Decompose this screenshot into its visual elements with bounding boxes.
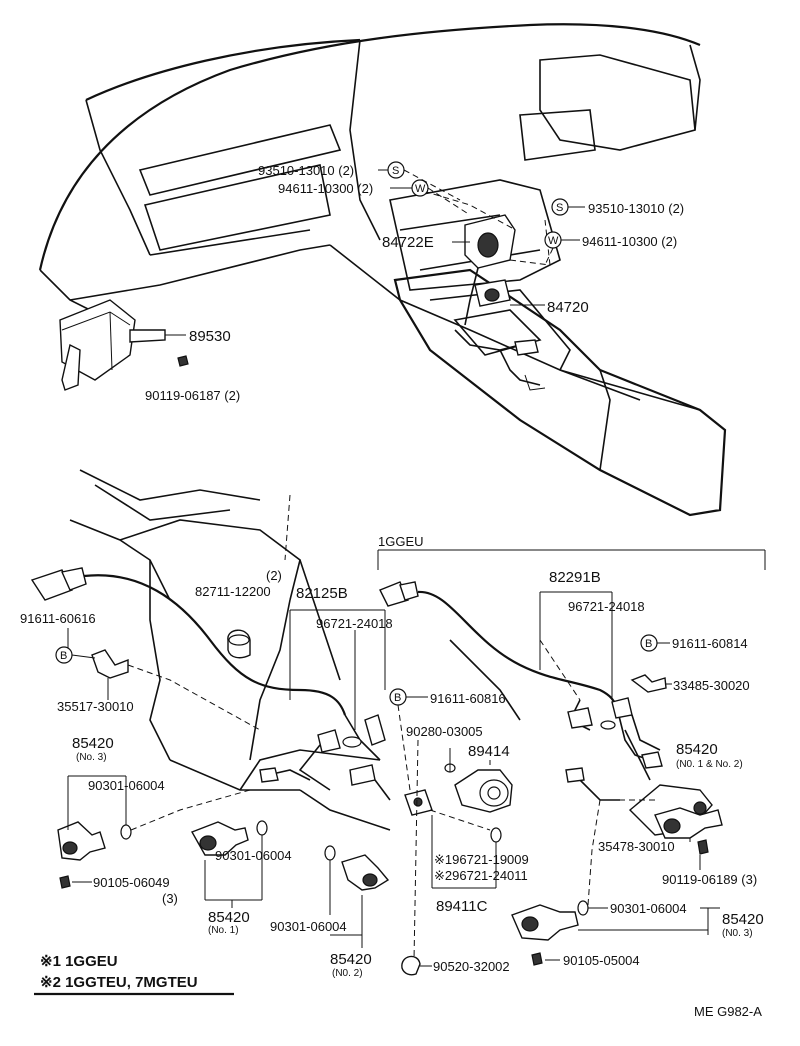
label-35517-30010: 35517-30010 [57, 699, 134, 714]
label-85420-no3-left-sub: (No. 3) [76, 752, 107, 763]
lower-callouts: B B B [55, 591, 720, 967]
label-82291B: 82291B [549, 569, 601, 586]
label-85420-no1-sub: (No. 1) [208, 925, 239, 936]
solenoid-no3-right [511, 799, 601, 966]
label-85420-no2: 85420 [330, 951, 372, 968]
svg-text:S: S [556, 202, 563, 214]
label-85420-no12-sub: (N0. 1 & No. 2) [676, 759, 743, 770]
svg-text:W: W [548, 235, 559, 247]
label-84720: 84720 [547, 299, 589, 316]
label-group-1ggeu: 1GGEU [378, 534, 424, 549]
label-85420-no3-left: 85420 [72, 735, 114, 752]
bracket-35517 [91, 649, 261, 731]
label-89411C: 89411C [436, 898, 488, 915]
label-90105-06049-qty: (3) [162, 891, 178, 906]
label-196721-19009: ※196721-19009 [434, 852, 529, 867]
label-90105-05004: 90105-05004 [563, 953, 640, 968]
label-90280-03005: 90280-03005 [406, 724, 483, 739]
sensor-89414 [413, 739, 513, 961]
shift-lock-unit [419, 189, 551, 391]
diagram-code: ME G982-A [694, 1004, 762, 1019]
label-82711-qty: (2) [266, 568, 282, 583]
label-93510-right: 93510-13010 (2) [588, 201, 684, 216]
group-bracket-1ggeu [377, 549, 766, 570]
svg-text:B: B [60, 650, 67, 662]
label-296721-24011: ※296721-24011 [434, 868, 528, 883]
label-91611-60816: 91611-60816 [430, 691, 506, 706]
label-93510-top: 93510-13010 (2) [258, 163, 354, 178]
footnote-1: ※1 1GGEU [40, 953, 118, 970]
label-85420-no12: 85420 [676, 741, 718, 758]
label-85420-no3-right-sub: (N0. 3) [722, 928, 753, 939]
clamp-82711 [227, 629, 251, 659]
symbol-w: W [415, 183, 426, 195]
label-89414: 89414 [468, 743, 510, 760]
svg-text:B: B [394, 692, 401, 704]
upper-callouts: S W S W [165, 161, 585, 336]
label-84722E: 84722E [382, 234, 434, 251]
footnote-2: ※2 1GGTEU, 7MGTEU [40, 974, 198, 991]
label-85420-no2-sub: (N0. 2) [332, 968, 363, 979]
label-90520-32002: 90520-32002 [433, 959, 510, 974]
label-90119-06189: 90119-06189 (3) [662, 872, 757, 887]
label-90301-06004-a: 90301-06004 [88, 778, 165, 793]
label-82125B: 82125B [296, 585, 348, 602]
sensor-wire-82125B [30, 567, 433, 816]
label-35478-30010: 35478-30010 [598, 839, 675, 854]
label-94611-right: 94611-10300 (2) [582, 234, 677, 249]
label-90105-06049: 90105-06049 [93, 875, 170, 890]
label-91611-60616: 91611-60616 [20, 611, 96, 626]
label-91611-60814: 91611-60814 [672, 636, 748, 651]
label-33485-30020: 33485-30020 [673, 678, 750, 693]
label-85420-no3-right: 85420 [722, 911, 764, 928]
label-94611-top: 94611-10300 (2) [278, 181, 373, 196]
label-90301-06004-d: 90301-06004 [270, 919, 347, 934]
sensor-wire-82291B [379, 581, 663, 801]
transmission-outline [69, 469, 521, 831]
solenoid-no1 [190, 820, 268, 856]
center-console [393, 268, 727, 517]
solenoid-no2 [324, 845, 390, 891]
label-90301-06004-c: 90301-06004 [610, 901, 687, 916]
solenoid-no12-right [628, 784, 723, 855]
label-96721-24018-left: 96721-24018 [316, 616, 393, 631]
label-82711-12200: 82711-12200 [195, 584, 271, 599]
computer-89530 [59, 299, 189, 391]
dashboard-outline [38, 23, 701, 401]
label-96721-24018-right: 96721-24018 [568, 599, 645, 614]
solenoid-no3-left [57, 789, 251, 889]
svg-text:B: B [645, 638, 652, 650]
label-90301-06004-b: 90301-06004 [215, 848, 292, 863]
label-90119-06187: 90119-06187 (2) [145, 388, 240, 403]
symbol-s: S [392, 165, 399, 177]
clip-90520 [401, 955, 421, 976]
bracket-33485 [630, 674, 667, 693]
label-85420-no1: 85420 [208, 909, 250, 926]
label-89530: 89530 [189, 328, 231, 345]
